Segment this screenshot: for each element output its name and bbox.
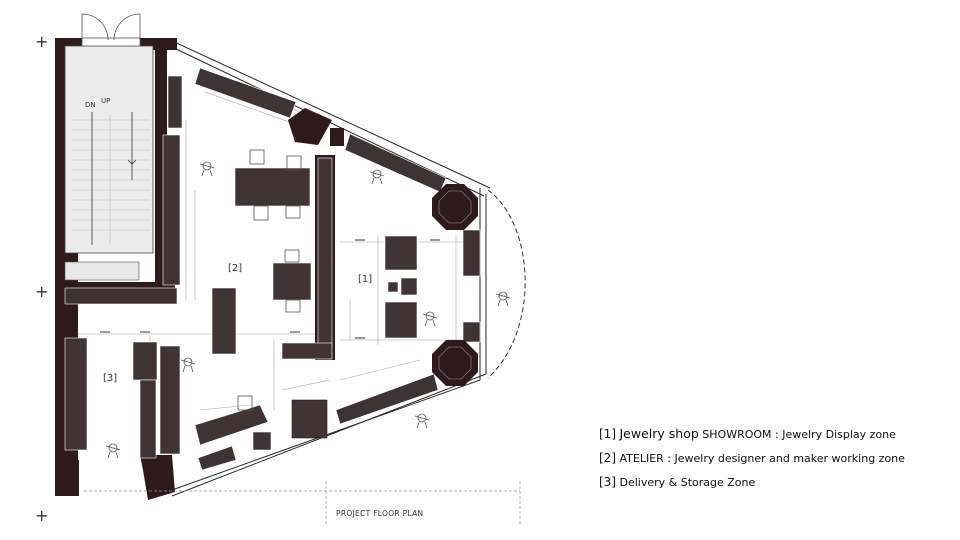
dimension-tick bbox=[430, 239, 440, 241]
legend-item-atelier: [2] ATELIER : Jewelry designer and maker… bbox=[599, 448, 905, 472]
atelier-table-1 bbox=[234, 167, 311, 207]
chair bbox=[253, 205, 269, 221]
cabinet-showroom-bottom bbox=[335, 373, 439, 425]
person-figure bbox=[495, 291, 511, 307]
display-side-top bbox=[462, 229, 481, 277]
delivery-shelf-mid-2 bbox=[139, 379, 157, 459]
atelier-bench bbox=[211, 287, 237, 355]
partition-shelf bbox=[317, 157, 333, 349]
zone-label-atelier: [2] bbox=[228, 263, 242, 274]
person-figure bbox=[199, 161, 215, 177]
octagon-displays bbox=[432, 184, 478, 386]
person-figure bbox=[422, 311, 438, 327]
chair bbox=[249, 149, 265, 165]
legend-number: [3] bbox=[599, 475, 616, 489]
stair-fill bbox=[64, 45, 154, 254]
legend-item-showroom: [1] Jewelry shop SHOWROOM : Jewelry Disp… bbox=[599, 424, 905, 448]
display-table-2 bbox=[400, 277, 418, 296]
person-figure bbox=[180, 357, 196, 373]
dimension-tick bbox=[100, 331, 110, 333]
people-and-chairs bbox=[105, 149, 511, 459]
atelier-table-2 bbox=[272, 262, 312, 301]
chair bbox=[285, 299, 301, 313]
registration-mark: + bbox=[35, 282, 48, 301]
legend-number: [1] bbox=[599, 427, 616, 441]
stair-arrows bbox=[91, 112, 137, 245]
octagon-display-top bbox=[432, 184, 478, 230]
legend-number: [2] bbox=[599, 451, 616, 465]
registration-mark: + bbox=[35, 32, 48, 51]
display-table-3 bbox=[387, 281, 399, 293]
zone-label-delivery: [3] bbox=[103, 373, 117, 384]
dimension-marks bbox=[100, 239, 440, 339]
curved-facade-dashed bbox=[487, 189, 526, 379]
legend-text: SHOWROOM : Jewelry Display zone bbox=[702, 428, 896, 441]
display-side-bottom bbox=[462, 321, 481, 343]
legend-highlight: Jewelry shop bbox=[619, 426, 699, 441]
cabinet-top-wall bbox=[194, 67, 297, 119]
legend-text: ATELIER : Jewelry designer and maker wor… bbox=[619, 452, 905, 465]
display-box-lower bbox=[291, 399, 328, 439]
delivery-shelf-right bbox=[159, 345, 181, 455]
dimension-tick bbox=[355, 337, 365, 339]
stair-treads bbox=[72, 115, 150, 245]
display-table-4 bbox=[384, 301, 418, 339]
plan-caption: PROJECT FLOOR PLAN bbox=[336, 509, 423, 518]
partition-base bbox=[281, 342, 333, 360]
stair-up-label: UP bbox=[101, 97, 110, 105]
legend-item-delivery: [3] Delivery & Storage Zone bbox=[599, 472, 905, 496]
chair bbox=[237, 395, 253, 411]
landing bbox=[64, 261, 140, 281]
dimension-tick bbox=[140, 331, 150, 333]
furniture bbox=[64, 67, 481, 471]
entrance-doors bbox=[81, 13, 141, 47]
cabinet-left-small bbox=[167, 75, 183, 129]
delivery-shelf-mid bbox=[132, 341, 158, 381]
cabinet-showroom-top bbox=[344, 133, 447, 193]
chair bbox=[285, 205, 301, 219]
person-figure bbox=[105, 443, 121, 459]
delivery-shelf-left bbox=[64, 337, 88, 451]
person-figure bbox=[369, 169, 385, 185]
stool-lower bbox=[252, 431, 272, 451]
legend-text: Delivery & Storage Zone bbox=[619, 476, 756, 489]
registration-marks: + + + bbox=[35, 32, 48, 525]
dimension-tick bbox=[290, 331, 300, 333]
octagon-display-bottom bbox=[432, 340, 478, 386]
display-table-1 bbox=[384, 235, 418, 271]
chair bbox=[284, 249, 300, 263]
bench-lower-wall bbox=[197, 445, 237, 471]
dimension-tick bbox=[355, 239, 365, 241]
cabinet-lower-strip bbox=[64, 287, 178, 305]
caption-frame bbox=[84, 481, 521, 526]
person-figure bbox=[414, 413, 430, 429]
cabinet-left-column bbox=[162, 134, 181, 286]
zone-label-showroom: [1] bbox=[358, 274, 372, 285]
legend: [1] Jewelry shop SHOWROOM : Jewelry Disp… bbox=[599, 424, 905, 496]
registration-mark: + bbox=[35, 506, 48, 525]
chair bbox=[286, 155, 302, 171]
stair-dn-label: DN bbox=[85, 101, 96, 109]
stair-core: DN UP bbox=[64, 45, 154, 281]
bench-lower-left bbox=[194, 404, 269, 446]
